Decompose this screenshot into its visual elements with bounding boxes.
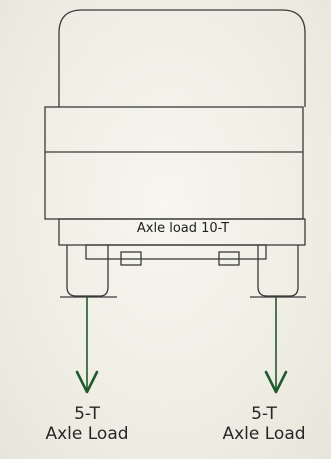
axle-load-label: Axle load 10-T: [136, 221, 230, 236]
right-wheel: [257, 245, 299, 297]
right-load-caption: Axle Load: [222, 423, 306, 444]
left-load-amount: 5-T: [74, 404, 100, 424]
axle-bracket-left: [120, 251, 142, 266]
left-axle-load-label: 5-T Axle Load: [27, 404, 147, 444]
truck-body: [44, 106, 304, 220]
right-load-amount: 5-T: [251, 404, 277, 424]
truck-cab: [58, 9, 306, 107]
left-load-arrow-head: [75, 370, 99, 394]
right-axle-load-label: 5-T Axle Load: [204, 404, 324, 444]
left-wheel: [66, 245, 109, 297]
left-load-caption: Axle Load: [45, 423, 129, 444]
right-load-arrow-head: [264, 370, 288, 394]
axle-bracket-right: [218, 251, 240, 266]
axle-housing: [85, 244, 267, 260]
